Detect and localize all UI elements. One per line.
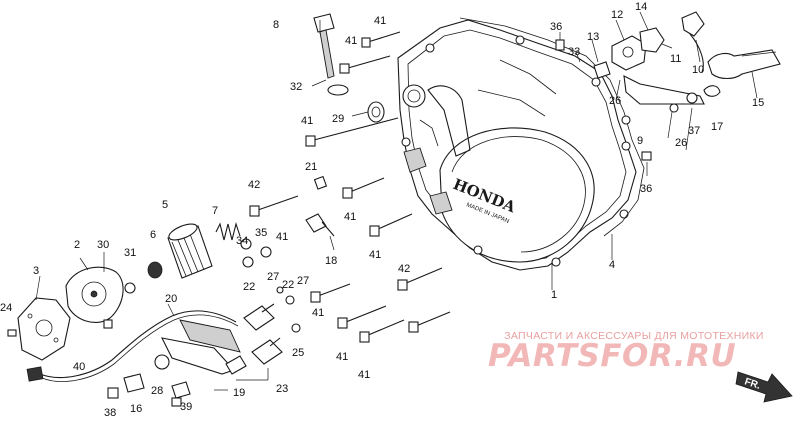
switch-sensor-b: [251, 337, 283, 365]
callout-label: 26: [675, 137, 687, 149]
callout-label: 24: [0, 302, 12, 314]
washer: [285, 295, 295, 305]
cover-gasket: [459, 17, 645, 237]
bolt-set: [249, 31, 451, 343]
callout-label: 4: [609, 259, 615, 271]
callout-label: 20: [165, 293, 177, 305]
callout-label: 6: [150, 229, 156, 241]
oil-filter: [147, 223, 213, 279]
callout-labels: 1 2 3 4 5 6 7 8 9 10 11 12 13 14 15 16 1…: [0, 1, 764, 419]
watermark-subtitle: ЗАПЧАСТИ И АКСЕССУАРЫ ДЛЯ МОТОТЕХНИКИ: [504, 330, 764, 342]
filter-spring: [215, 222, 241, 241]
leader-lines: [35, 11, 758, 391]
callout-label: 41: [374, 15, 386, 27]
watermark-brand: PARTSFOR.RU: [488, 338, 737, 374]
oil-filler-cap: [313, 13, 349, 96]
callout-label: 3: [33, 265, 39, 277]
callout-label: 34: [236, 235, 248, 247]
callout-label: 7: [212, 205, 218, 217]
callout-label: 5: [162, 199, 168, 211]
callout-label: 23: [276, 383, 288, 395]
callout-label: 42: [248, 179, 260, 191]
callout-label: 41: [336, 351, 348, 363]
small-bolt: [7, 329, 17, 337]
callout-label: 30: [97, 239, 109, 251]
callout-label: 8: [273, 19, 279, 31]
callout-label: 41: [344, 211, 356, 223]
callout-label: 42: [398, 263, 410, 275]
callout-label: 37: [688, 125, 700, 137]
callout-label: 18: [325, 255, 337, 267]
callout-label: 41: [358, 369, 370, 381]
callout-label: 10: [692, 64, 704, 76]
callout-label: 35: [255, 227, 267, 239]
front-direction-arrow: FR.: [735, 371, 793, 403]
direction-label: FR.: [743, 376, 762, 392]
oil-pump-cover: [17, 297, 71, 361]
callout-label: 1: [551, 289, 557, 301]
callout-label: 41: [276, 231, 288, 243]
callout-label: 41: [345, 35, 357, 47]
washer: [124, 282, 136, 294]
callout-label: 31: [124, 247, 136, 259]
callout-label: 13: [587, 31, 599, 43]
callout-label: 27: [267, 271, 279, 283]
o-ring: [240, 238, 252, 250]
callout-label: 17: [711, 121, 723, 133]
o-ring: [242, 256, 254, 268]
washer: [291, 323, 301, 333]
dowel-pin: [641, 151, 652, 161]
switch-sensor-a: [243, 303, 275, 331]
callout-label: 22: [243, 281, 255, 293]
callout-label: 32: [290, 81, 302, 93]
sensor-c: [225, 355, 247, 375]
callout-label: 11: [670, 53, 681, 65]
washer: [276, 286, 284, 294]
callout-label: 39: [180, 401, 192, 413]
callout-label: 15: [752, 97, 764, 109]
oil-pump-housing: [65, 266, 124, 329]
callout-label: 16: [130, 403, 142, 415]
o-ring: [260, 246, 272, 258]
crankcase-cover: HONDA MADE IN JAPAN: [397, 19, 637, 271]
callout-label: 38: [104, 407, 116, 419]
sensor-harness: [26, 310, 241, 407]
callout-label: 33: [568, 46, 580, 58]
callout-label: 12: [611, 9, 623, 21]
callout-label: 27: [297, 275, 309, 287]
callout-label: 41: [301, 115, 313, 127]
callout-label: 14: [635, 1, 647, 13]
shift-linkage: [555, 11, 781, 125]
callout-label: 22: [282, 279, 294, 291]
callout-label: 28: [151, 385, 163, 397]
callout-label: 41: [312, 307, 324, 319]
callout-label: 36: [640, 183, 652, 195]
callout-label: 2: [74, 239, 80, 251]
callout-label: 19: [233, 387, 245, 399]
oil-seal: [367, 101, 385, 123]
callout-label: 36: [550, 21, 562, 33]
plug-bolt: [305, 175, 335, 237]
callout-label: 40: [73, 361, 85, 373]
callout-label: 25: [292, 347, 304, 359]
callout-label: 29: [332, 113, 344, 125]
callout-label: 41: [369, 249, 381, 261]
callout-label: 21: [305, 161, 317, 173]
callout-label: 26: [609, 95, 621, 107]
callout-label: 9: [637, 135, 643, 147]
